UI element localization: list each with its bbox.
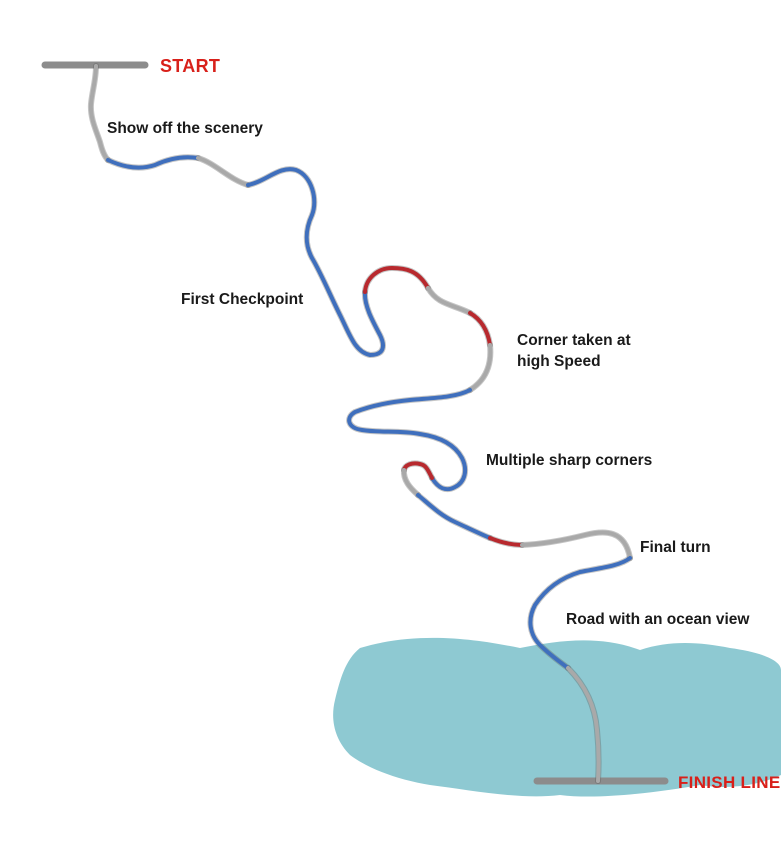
road-segment [520,530,632,560]
road-segment-outline [346,387,473,493]
road-segment [468,343,493,392]
label-final-turn: Final turn [640,539,711,556]
road-segment [196,156,250,187]
road-segment [347,388,472,492]
label-scenery: Show off the scenery [107,120,263,137]
label-corner-high-speed: Corner taken at high Speed [517,332,631,370]
road-segment [426,286,472,315]
road-segment [401,468,420,497]
road-segment [528,556,632,670]
road-segment [402,461,434,480]
road-segment [416,493,492,540]
road [87,63,633,784]
road-segment [566,666,601,783]
road-segment [488,536,524,547]
label-road-ocean-view: Road with an ocean view [566,611,750,628]
finish-label: FINISH LINE [678,773,781,792]
road-segment [363,266,430,294]
start-label: START [160,56,221,76]
road-segment [88,64,110,162]
road-segment [106,155,200,170]
ocean-area [333,637,781,797]
label-multiple-sharp-corners: Multiple sharp corners [486,452,653,469]
road-segment [468,311,492,347]
road-segment [246,167,385,357]
label-first-checkpoint: First Checkpoint [181,291,304,308]
